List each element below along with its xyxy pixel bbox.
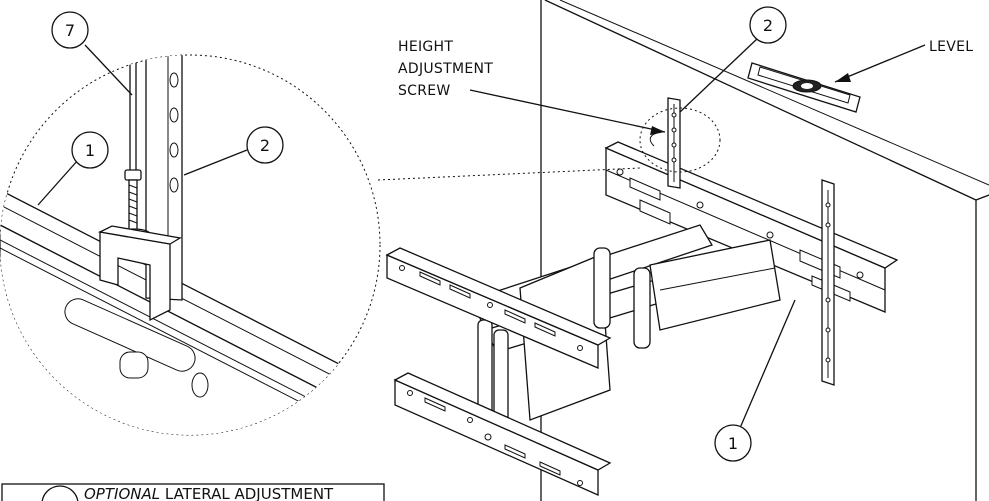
arrowhead-level — [835, 73, 851, 82]
leader-main-1 — [739, 299, 796, 429]
note-rest: LATERAL ADJUSTMENT — [160, 485, 334, 501]
detail-focus-circle — [639, 107, 721, 173]
note-optional: OPTIONAL — [84, 485, 160, 501]
balloon-inset-2-text: 2 — [260, 136, 270, 155]
screw-thread — [128, 179, 138, 231]
balloon-inset-7-text: 7 — [65, 21, 75, 40]
callout-height-line2: ADJUSTMENT — [398, 61, 493, 77]
balloon-main-2-text: 2 — [763, 16, 773, 35]
balloon-main-1-text: 1 — [728, 434, 738, 453]
balloon-inset-2 — [246, 126, 284, 164]
balloon-inset-1 — [71, 131, 109, 169]
vesa-rail-upper — [385, 247, 612, 369]
vertical-bracket-right — [821, 179, 835, 386]
inset-contents — [0, 55, 380, 435]
leader-inset-1 — [37, 159, 79, 206]
arrowhead-height-screw — [650, 126, 665, 135]
level-tool — [747, 62, 861, 113]
balloon-inset-1-text: 1 — [85, 141, 95, 160]
wall — [540, 0, 989, 501]
leader-level — [834, 44, 926, 83]
leader-inset-7 — [84, 44, 133, 96]
inset-leader — [377, 167, 641, 181]
callout-height-line1: HEIGHT — [398, 39, 453, 55]
leader-main-2 — [679, 37, 759, 113]
balloon-inset-7 — [51, 11, 89, 49]
leader-height-screw — [469, 89, 666, 133]
vesa-rail-lower — [393, 372, 612, 496]
balloon-main-2 — [749, 6, 787, 44]
note-text: OPTIONAL LATERAL ADJUSTMENT — [84, 485, 334, 501]
leader-inset-2 — [183, 149, 248, 176]
optional-note-box: OPTIONAL LATERAL ADJUSTMENT — [1, 483, 385, 501]
vertical-bracket-left — [667, 97, 681, 189]
callout-height-line3: SCREW — [398, 83, 451, 99]
balloon-main-1 — [714, 424, 752, 462]
inset-detail-circle — [0, 54, 381, 436]
callout-level: LEVEL — [929, 39, 973, 55]
